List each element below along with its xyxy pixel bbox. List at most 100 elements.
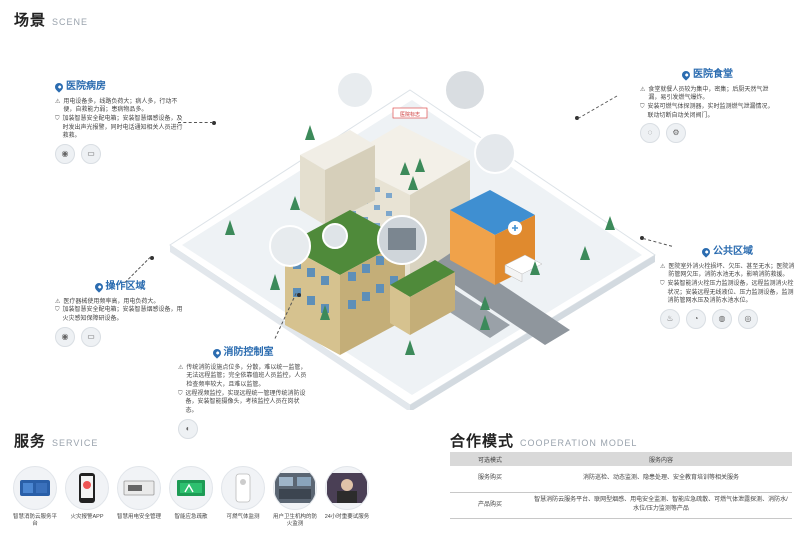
hydrant-icon: ♨ (660, 308, 680, 329)
table-row: 产品购买 智慧消防云服务平台、联网型烟感、用电安全监测、智能应急疏散、可燃气体泄… (450, 492, 792, 519)
column-header-mode: 可选模式 (450, 452, 530, 466)
location-pin-icon (53, 81, 65, 93)
service-label: 智慧用电安全管理 (116, 514, 161, 520)
service-item-gas[interactable]: 可燃气体监测 (220, 466, 266, 528)
service-item-monitor[interactable]: 用户卫生机构的防火监测 (272, 466, 318, 528)
hospital-sign: 医院标志 (400, 111, 420, 118)
alarm-icon: ◎ (738, 308, 758, 329)
service-title: 服务 (14, 433, 47, 450)
callout-public-solution: 安装智能消火栓压力监测设备，远程监测消火栓状况；安装远程无线液位、压力监测设备，… (667, 280, 794, 305)
monitor-room-icon (273, 466, 317, 510)
power-box-icon: ▭ (81, 143, 101, 164)
service-item-cloud[interactable]: 智慧消防云服务平台 (12, 466, 58, 528)
power-box-icon (117, 466, 161, 510)
callout-ward-label: 医院病房 (66, 81, 106, 92)
callout-operation-solution: 加装智慧安全配电箱；安装智慧烟感设备，用火灾感知保障研设备。 (62, 307, 183, 322)
callout-operation-label: 操作区域 (105, 281, 146, 292)
scene-photo-bubbles (269, 69, 516, 267)
level-sensor-icon: ◍ (712, 308, 732, 329)
service-label: 可燃气体监测 (226, 514, 260, 520)
callout-ward-pain: 用电设备多，线路负荷大；病人多，行动不便，自救能力弱；患病物品多。 (63, 98, 178, 114)
cooperation-title: 合作模式 (450, 433, 515, 450)
camera-icon: ◐ (178, 418, 198, 439)
service-item-power[interactable]: 智慧用电安全管理 (116, 466, 162, 528)
callout-control-solution: 远程视频监控，实现远程统一管理传统消防设备，安装智能摄像头，考核监控人员在岗状态… (185, 390, 306, 414)
cooperation-heading: 合作模式 COOPERATION MODEL (450, 430, 637, 451)
callout-control-pain: 传统消防设施点位多，分散，难以统一监管，无法远程监管；完全依靠值班人员监控，人员… (186, 364, 307, 388)
shield-icon: ⛉ (640, 103, 645, 110)
pressure-gauge-icon: ◔ (686, 308, 706, 329)
callout-public-pain: 医院室外消火栓损坏、欠压、甚至无水；医院消防管网欠压，消防水池无水，影响消防救援… (668, 263, 795, 279)
service-label: 24小时重要试服务 (324, 514, 370, 520)
service-label: 智慧消防云服务平台 (12, 514, 57, 528)
warning-icon: ⚠ (640, 86, 646, 93)
callout-ward-title: 医院病房 (53, 80, 185, 95)
callout-canteen: 医院食堂 ⚠食堂就餐人员较为集中，密集；后厨天然气泄漏，易引发燃气爆炸。 ⛉安装… (640, 68, 775, 144)
hospital-scene-illustration: 医院标志 (169, 69, 656, 410)
service-item-support[interactable]: 24小时重要试服务 (324, 466, 370, 528)
column-header-content: 服务内容 (530, 452, 792, 466)
callout-operation: 操作区域 ⚠医疗器械使用频率高，用电负荷大。 ⛉加装智慧安全配电箱；安装智慧烟感… (55, 280, 185, 347)
cooperation-subtitle: COOPERATION MODEL (520, 438, 638, 448)
callout-ward-solution: 加装智慧安全配电箱；安装智慧烟感设备，及时发出声光报警，同时电话通知相关人员进行… (62, 115, 183, 140)
gas-detector-icon (221, 466, 265, 510)
service-label: 用户卫生机构的防火监测 (272, 514, 317, 528)
location-pin-icon (210, 347, 223, 359)
gas-detector-icon: ◌ (640, 123, 660, 144)
gas-valve-icon: ⚙ (666, 123, 686, 144)
table-cell-content: 消防巡检、动态监测、隐患处理、安全教育培训等相关服务 (530, 466, 792, 493)
leader-operation (124, 256, 151, 283)
callout-control-label: 消防控制室 (223, 347, 274, 358)
service-list: 智慧消防云服务平台 火灾报警APP 智慧用电安全管理 智能应急疏散 可燃气体监测… (12, 466, 370, 528)
leader-ward (178, 122, 213, 123)
callout-ward: 医院病房 ⚠用电设备多，线路负荷大；病人多，行动不便，自救能力弱；患病物品多。 … (53, 80, 185, 164)
table-cell-mode: 产品购买 (450, 492, 530, 519)
service-item-app[interactable]: 火灾报警APP (64, 466, 110, 528)
callout-control-title: 消防控制室 (178, 346, 308, 361)
location-pin-icon (680, 69, 692, 81)
service-heading: 服务 SERVICE (14, 430, 98, 451)
smoke-detector-icon: ◉ (55, 326, 75, 347)
callout-public-label: 公共区域 (713, 246, 753, 257)
scene-title: 场景 (14, 12, 47, 29)
location-pin-icon (700, 246, 712, 258)
service-label: 火灾报警APP (70, 514, 104, 520)
callout-canteen-title: 医院食堂 (640, 68, 775, 83)
leader-dot-public (640, 236, 644, 240)
support-agent-icon (325, 466, 369, 510)
table-cell-content: 智慧消防云服务平台、联网型烟感、用电安全监测、智能应急疏散、可燃气体泄露探测、消… (530, 492, 792, 519)
phone-app-icon (65, 466, 109, 510)
smoke-detector-icon: ◉ (55, 143, 75, 164)
warning-icon: ⚠ (55, 298, 61, 305)
scene-subtitle: SCENE (52, 17, 89, 27)
callout-operation-pain: 医疗器械使用频率高，用电负荷大。 (63, 298, 160, 305)
table-header-row: 可选模式 服务内容 (450, 452, 792, 466)
shield-icon: ⛉ (178, 390, 183, 397)
warning-icon: ⚠ (178, 364, 184, 371)
callout-canteen-solution: 安装可燃气体探测器，实时监测燃气泄漏情况，联动切断自动关闭阀门。 (647, 103, 774, 119)
callout-public: 公共区域 ⚠医院室外消火栓损坏、欠压、甚至无水；医院消防管网欠压，消防水池无水，… (660, 245, 795, 329)
leader-dot-control (297, 293, 301, 297)
warning-icon: ⚠ (660, 263, 666, 270)
leader-dot-canteen (575, 116, 579, 120)
service-item-exit[interactable]: 智能应急疏散 (168, 466, 214, 528)
warning-icon: ⚠ (55, 98, 61, 105)
callout-canteen-pain: 食堂就餐人员较为集中，密集；后厨天然气泄漏，易引发燃气爆炸。 (648, 86, 769, 102)
power-box-icon: ▭ (81, 326, 101, 347)
shield-icon: ⛉ (660, 280, 665, 287)
callout-control: 消防控制室 ⚠传统消防设施点位多，分散，难以统一监管，无法远程监管；完全依靠值班… (178, 346, 308, 439)
location-pin-icon (92, 281, 105, 293)
exit-sign-icon (169, 466, 213, 510)
table-cell-mode: 服务购买 (450, 466, 530, 493)
cooperation-table: 可选模式 服务内容 服务购买 消防巡检、动态监测、隐患处理、安全教育培训等相关服… (450, 452, 792, 519)
cloud-platform-icon (13, 466, 57, 510)
table-row: 服务购买 消防巡检、动态监测、隐患处理、安全教育培训等相关服务 (450, 466, 792, 493)
service-label: 智能应急疏散 (174, 514, 208, 520)
shield-icon: ⛉ (55, 115, 60, 122)
leader-dot-operation (150, 256, 154, 260)
callout-operation-title: 操作区域 (55, 280, 185, 295)
scene-heading: 场景 SCENE (14, 9, 88, 30)
shield-icon: ⛉ (55, 307, 60, 314)
leader-dot-ward (212, 121, 216, 125)
callout-public-title: 公共区域 (660, 245, 795, 260)
